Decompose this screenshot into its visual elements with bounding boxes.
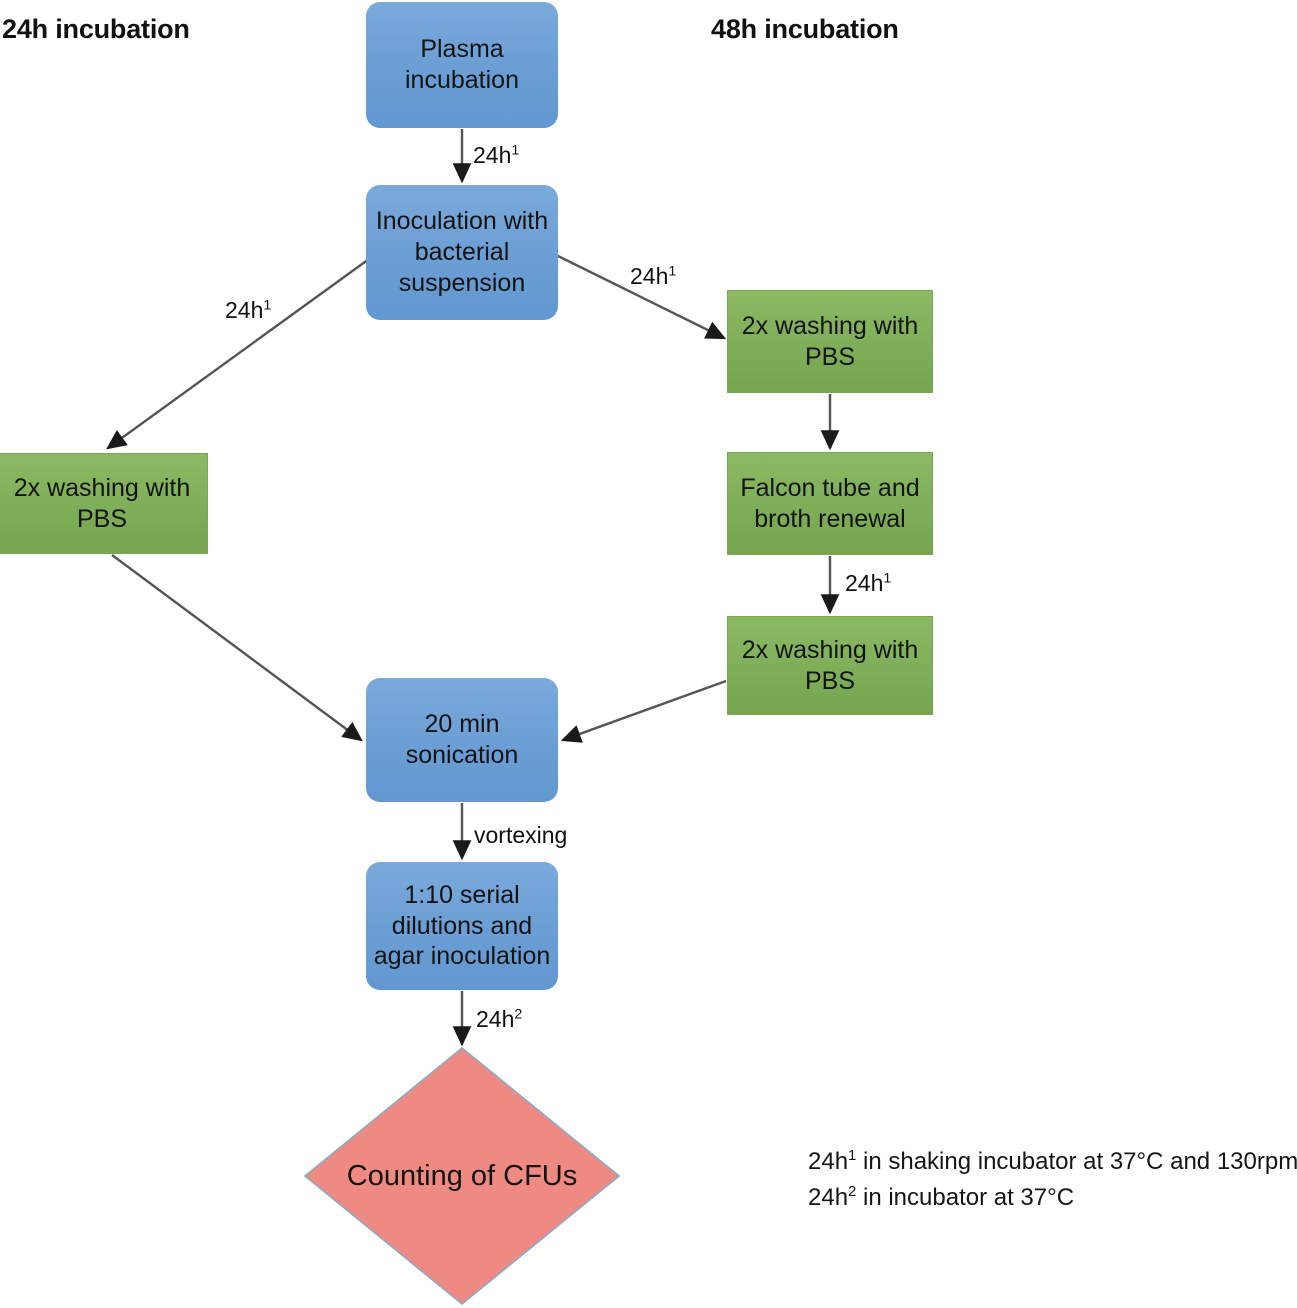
footnote-2-text: in incubator at 37°C: [856, 1183, 1075, 1211]
edge-label-text: 24h: [473, 142, 512, 168]
footnote-1-text: in shaking incubator at 37°C and 130rpm: [856, 1148, 1297, 1175]
footnote-2: 24h2 in incubator at 37°C: [808, 1180, 1297, 1216]
node-washing-pbs-right-second[interactable]: 2x washing with PBS: [727, 616, 933, 715]
node-counting-cfus[interactable]: Counting of CFUs: [304, 1047, 620, 1305]
node-falcon-tube-broth-renewal[interactable]: Falcon tube and broth renewal: [727, 452, 933, 555]
node-washing-pbs-right-first[interactable]: 2x washing with PBS: [727, 290, 933, 393]
edge-label-text: 24h: [476, 1006, 515, 1032]
node-sonication-label: 20 min sonication: [405, 710, 519, 769]
column-header-48h: 48h incubation: [711, 14, 899, 44]
node-falcon-tube-broth-renewal-label: Falcon tube and broth renewal: [740, 473, 920, 533]
footnote-2-marker: 24h: [808, 1183, 849, 1211]
edge-label-dilutions-to-counting: 24h2: [476, 1006, 522, 1033]
node-washing-pbs-left-label: 2x washing with PBS: [13, 473, 191, 533]
edge-label-text: 24h: [845, 570, 884, 596]
node-washing-pbs-left[interactable]: 2x washing with PBS: [0, 453, 208, 554]
column-header-24h: 24h incubation: [2, 14, 190, 44]
edge-label-superscript: 1: [883, 570, 892, 587]
diamond-shape: [304, 1047, 620, 1305]
node-serial-dilutions-label: 1:10 serial dilutions and agar inoculati…: [373, 880, 551, 971]
node-plasma-incubation-label: Plasma incubation: [405, 35, 519, 94]
footnotes-block: 24h1 in shaking incubator at 37°C and 13…: [808, 1144, 1297, 1215]
edge-label-text: 24h: [630, 263, 669, 289]
edge-label-inoculation-to-wash-left: 24h1: [225, 297, 271, 324]
edge-label-superscript: 1: [511, 142, 520, 159]
node-inoculation[interactable]: Inoculation with bacterial suspension: [366, 185, 558, 320]
node-serial-dilutions[interactable]: 1:10 serial dilutions and agar inoculati…: [366, 862, 558, 990]
node-washing-pbs-right-second-label: 2x washing with PBS: [741, 635, 919, 695]
edge-label-text: 24h: [225, 297, 264, 323]
node-sonication[interactable]: 20 min sonication: [366, 678, 558, 802]
edge-label-superscript: 2: [514, 1006, 523, 1023]
edge-label-inoculation-to-wash-right: 24h1: [630, 263, 676, 290]
footnote-1-superscript: 1: [848, 1148, 857, 1164]
edge-label-vortexing: vortexing: [474, 822, 567, 849]
node-inoculation-label: Inoculation with bacterial suspension: [375, 207, 549, 297]
edge-label-falcon-to-wash: 24h1: [845, 570, 891, 597]
node-plasma-incubation[interactable]: Plasma incubation: [366, 2, 558, 128]
edge-label-plasma-to-inoculation: 24h1: [473, 142, 519, 169]
footnote-1-marker: 24h: [808, 1148, 849, 1175]
edge-label-text: vortexing: [474, 822, 568, 848]
footnote-2-superscript: 2: [848, 1183, 857, 1200]
footnote-1: 24h1 in shaking incubator at 37°C and 13…: [808, 1144, 1297, 1180]
node-washing-pbs-right-first-label: 2x washing with PBS: [741, 311, 919, 371]
edge-label-superscript: 1: [668, 263, 677, 280]
edge-label-superscript: 1: [263, 297, 272, 314]
